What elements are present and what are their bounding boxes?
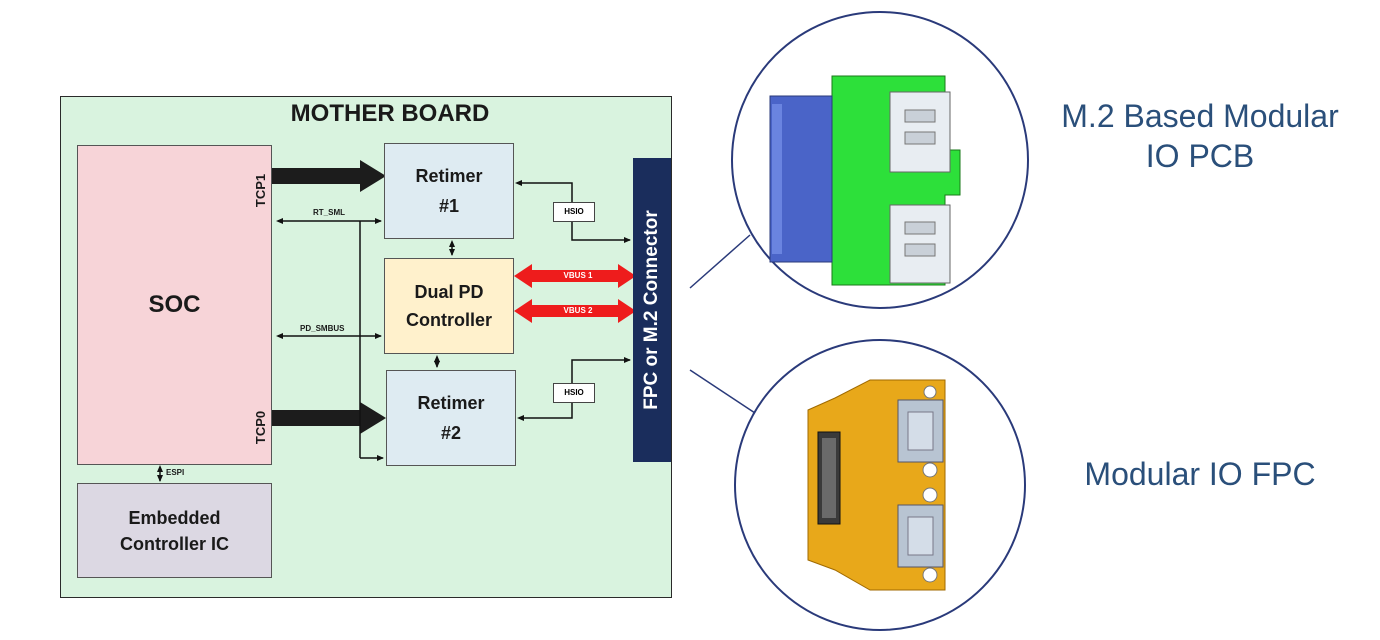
retimer2-label-line2: #2 xyxy=(440,423,462,443)
soc-label: SOC xyxy=(148,291,201,318)
retimer2-block: Retimer #2 xyxy=(386,370,516,466)
retimer1-label-line1: Retimer xyxy=(415,166,483,186)
ec-label-line1: Embedded xyxy=(128,507,221,528)
m2-pcb-caption-line1: M.2 Based Modular xyxy=(1061,98,1339,134)
connector-label: FPC or M.2 Connector xyxy=(641,210,662,410)
pd-smbus-label: PD_SMBUS xyxy=(300,324,345,333)
motherboard-title: MOTHER BOARD xyxy=(290,100,490,127)
connector-block xyxy=(633,158,671,462)
rt-sml-label: RT_SML xyxy=(313,208,345,217)
retimer1-block: Retimer #1 xyxy=(384,143,514,239)
fpc-illustration xyxy=(807,379,946,591)
zoom-line-bottom xyxy=(689,369,759,416)
pd-label-line2: Controller xyxy=(405,310,492,330)
vbus1-label: VBUS 1 xyxy=(563,271,593,280)
pd-label-line1: Dual PD xyxy=(414,282,484,302)
zoom-line-top xyxy=(689,234,751,289)
vbus1-arrow xyxy=(514,264,636,288)
pd-controller-block: Dual PD Controller xyxy=(384,258,514,354)
ec-label-line2: Controller IC xyxy=(119,533,229,554)
espi-label: ESPI xyxy=(166,468,185,477)
m2-pcb-caption: M.2 Based Modular IO PCB xyxy=(1040,96,1360,176)
soc-block: SOC xyxy=(77,145,272,465)
retimer1-label-line2: #1 xyxy=(438,196,460,216)
tcp0-arrow xyxy=(272,402,386,434)
m2-pcb-illustration xyxy=(769,75,961,286)
tcp1-label: TCP1 xyxy=(253,173,269,208)
tcp1-arrow xyxy=(272,160,386,192)
tcp0-label: TCP0 xyxy=(253,410,269,445)
m2-pcb-caption-line2: IO PCB xyxy=(1145,138,1255,174)
fpc-caption: Modular IO FPC xyxy=(1084,456,1316,492)
vbus2-label: VBUS 2 xyxy=(563,306,593,315)
hsio-top-label: HSIO xyxy=(553,202,595,222)
embedded-controller-block: Embedded Controller IC xyxy=(77,483,272,578)
retimer2-label-line1: Retimer xyxy=(417,393,485,413)
hsio-bottom-label: HSIO xyxy=(553,383,595,403)
vbus2-arrow xyxy=(514,299,636,323)
